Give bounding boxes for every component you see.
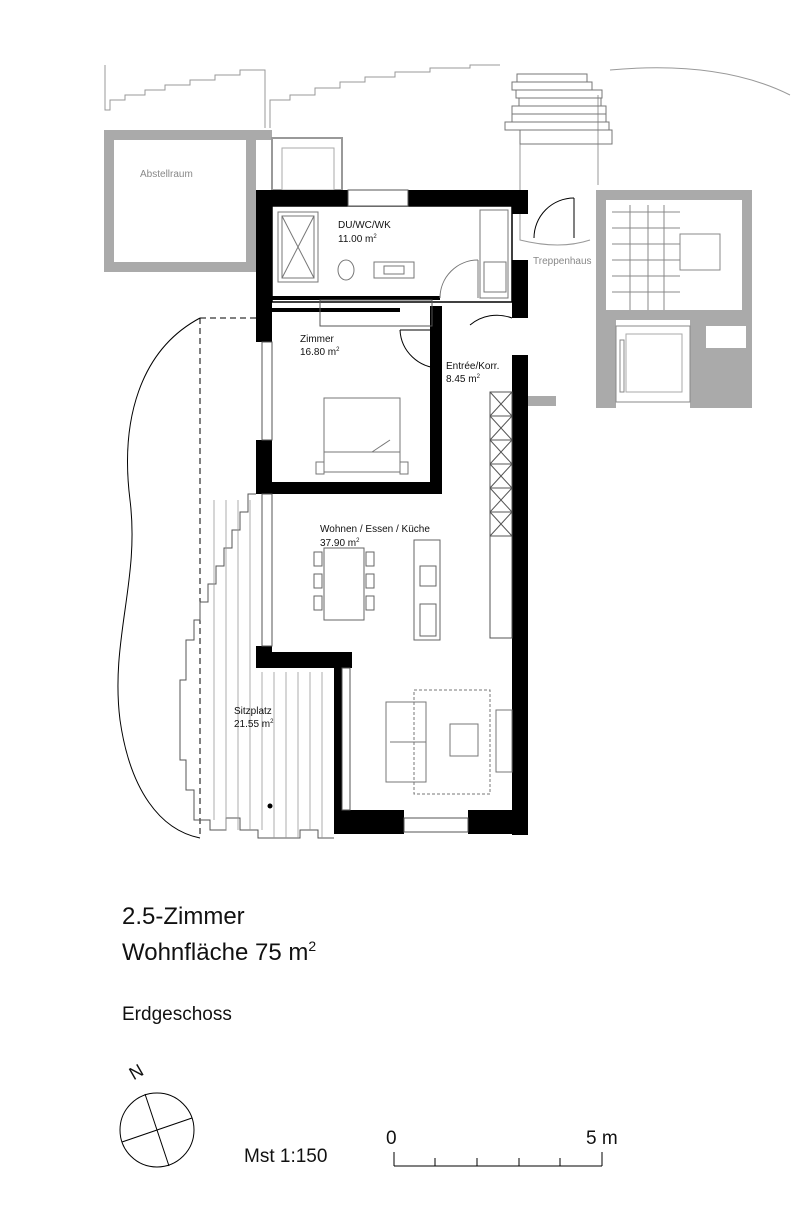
entry-doors <box>399 197 575 369</box>
kitchen-dining <box>313 539 441 641</box>
label-wohnen: Wohnen / Essen / Küche <box>320 524 430 535</box>
scale-bar <box>393 1152 603 1167</box>
stairwell <box>596 190 752 408</box>
floor-name: Erdgeschoss <box>122 1004 232 1025</box>
area-entree: 8.45 m2 <box>446 374 481 385</box>
label-zimmer: Zimmer <box>300 334 335 345</box>
exterior-stair <box>504 73 613 145</box>
label-treppenhaus: Treppenhaus <box>533 256 592 267</box>
windows <box>261 189 469 833</box>
exterior-walls <box>256 190 528 835</box>
unit-type: 2.5-Zimmer <box>122 903 245 930</box>
scale-start: 0 <box>386 1128 397 1149</box>
label-sitzplatz: Sitzplatz <box>234 706 272 717</box>
storage-room <box>104 130 343 272</box>
bed <box>315 397 409 475</box>
corridor-stub <box>528 396 556 406</box>
north-compass <box>119 1092 195 1168</box>
wardrobe-cabinets <box>489 391 513 639</box>
area-bath: 11.00 m2 <box>338 234 377 245</box>
living-furniture <box>385 689 513 795</box>
deck-boards <box>213 500 323 838</box>
label-entree: Entrée/Korr. <box>446 361 499 372</box>
area-sitzplatz: 21.55 m2 <box>234 719 274 730</box>
terrace-outline <box>117 317 334 839</box>
label-abstellraum: Abstellraum <box>140 169 193 180</box>
terrace-marker <box>267 803 273 809</box>
area-wohnen: 37.90 m2 <box>320 538 360 549</box>
area-zimmer: 16.80 m2 <box>300 347 340 358</box>
scale-label: Mst 1:150 <box>244 1146 328 1167</box>
label-bath: DU/WC/WK <box>338 220 391 231</box>
bathroom-fixtures <box>277 209 509 299</box>
living-area: Wohnfläche 75 m2 <box>122 938 317 966</box>
scale-end: 5 m <box>586 1128 618 1149</box>
